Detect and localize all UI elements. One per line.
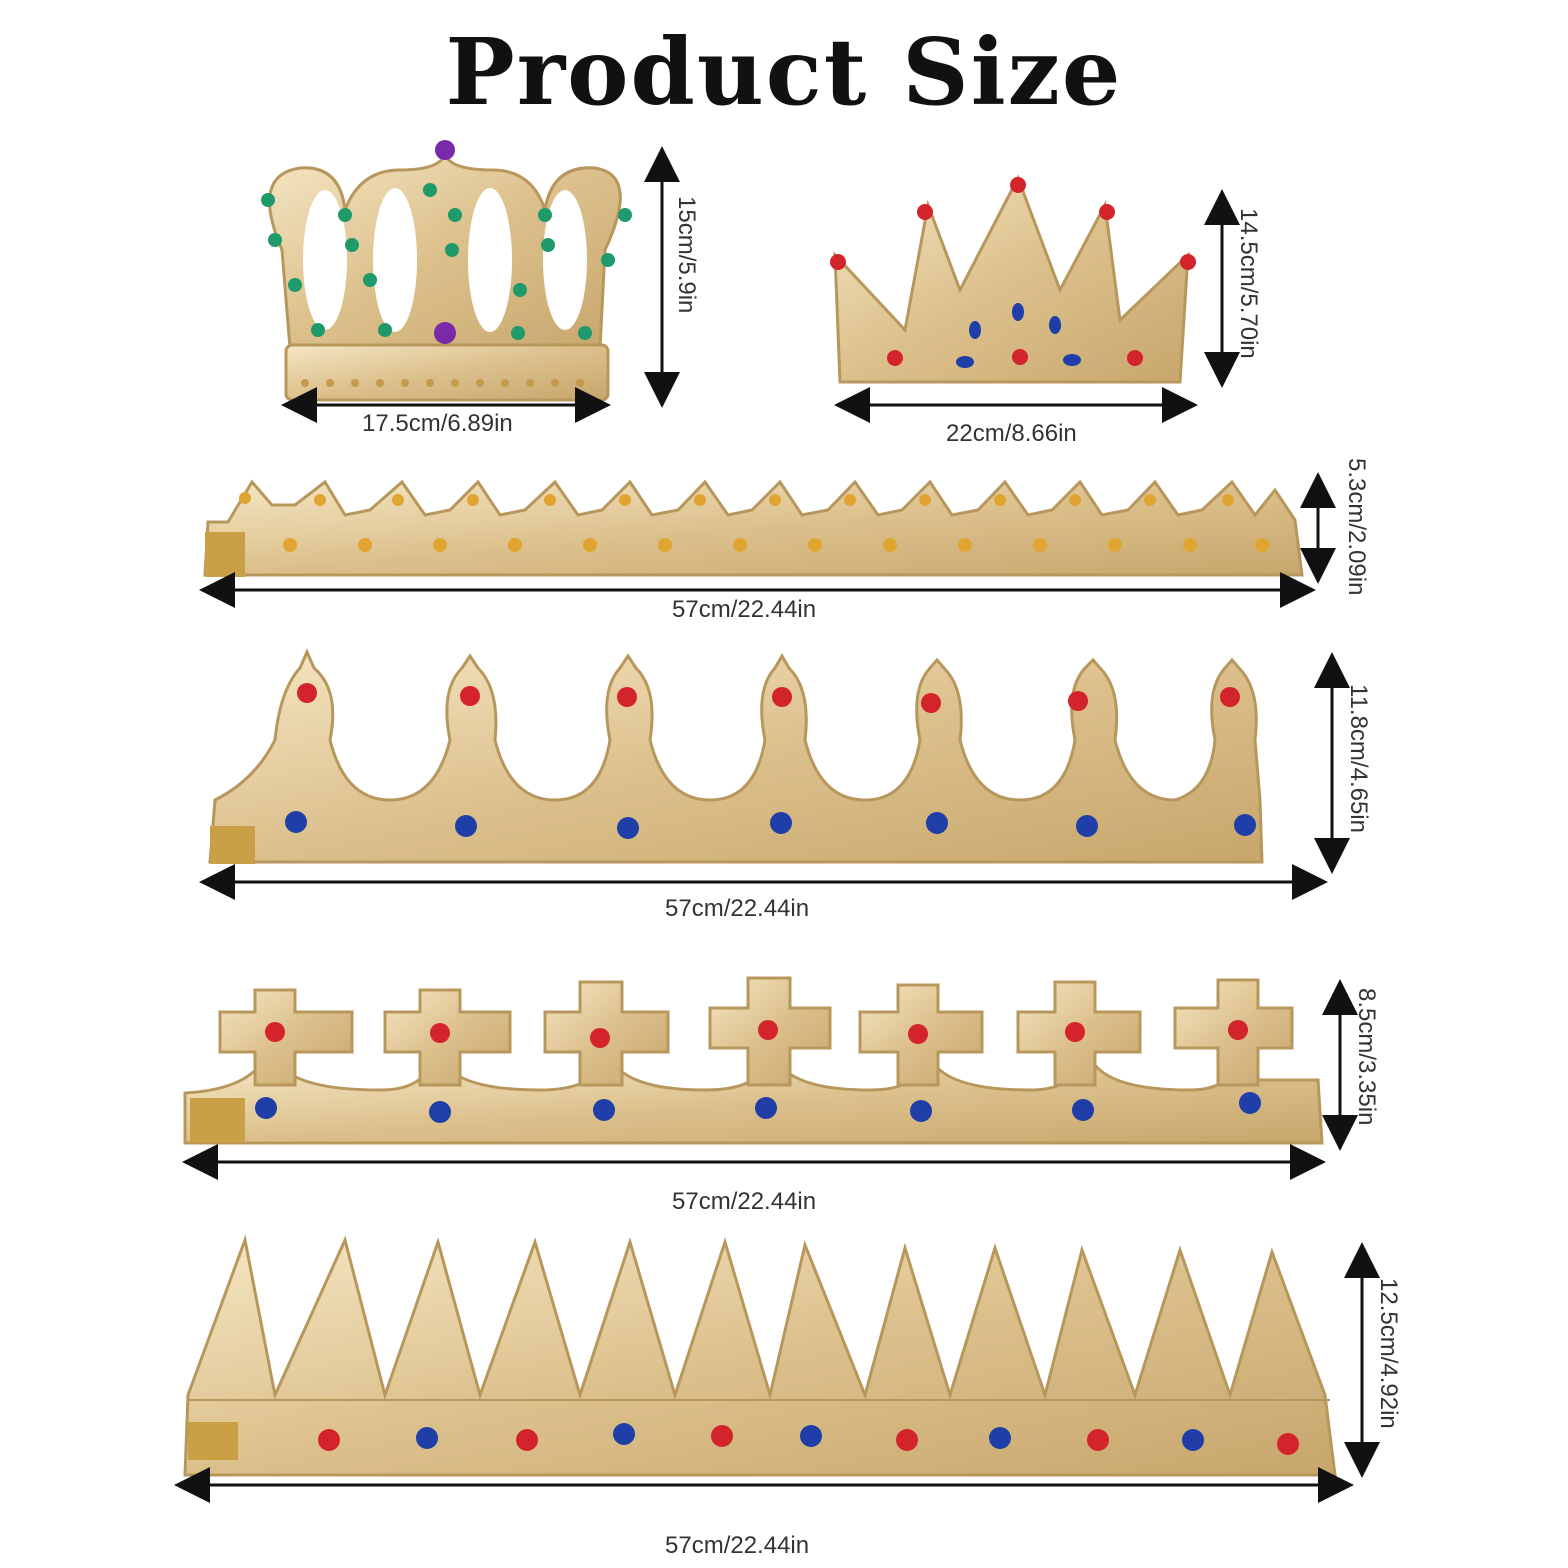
arch-band-width-label: 57cm/22.44in [665,895,810,922]
page-title: Product Size [445,18,1123,126]
pointed-crown-height-label: 14.5cm/5.70in [1235,208,1262,359]
arch-band-height-label: 11.8cm/4.65in [1345,684,1372,833]
cross-band-height-label: 8.5cm/3.35in [1353,988,1380,1126]
small-band-height-label: 5.3cm/2.09in [1343,458,1370,596]
royal-crown-height-label: 15cm/5.9in [673,196,700,314]
small-band-crown-image [203,479,1304,577]
royal-crown-width-label: 17.5cm/6.89in [362,410,513,437]
spike-band-crown-image [183,1234,1337,1477]
cross-band-crown-image [183,976,1324,1145]
arch-band-crown-image [208,648,1264,864]
pointed-crown-image [830,174,1196,384]
spike-band-height-label: 12.5cm/4.92in [1375,1278,1402,1429]
pointed-crown-width-label: 22cm/8.66in [946,420,1077,447]
royal-crown-image [261,140,632,402]
small-band-width-label: 57cm/22.44in [672,596,817,623]
spike-band-width-label: 57cm/22.44in [665,1532,810,1559]
cross-band-width-label: 57cm/22.44in [672,1188,817,1215]
